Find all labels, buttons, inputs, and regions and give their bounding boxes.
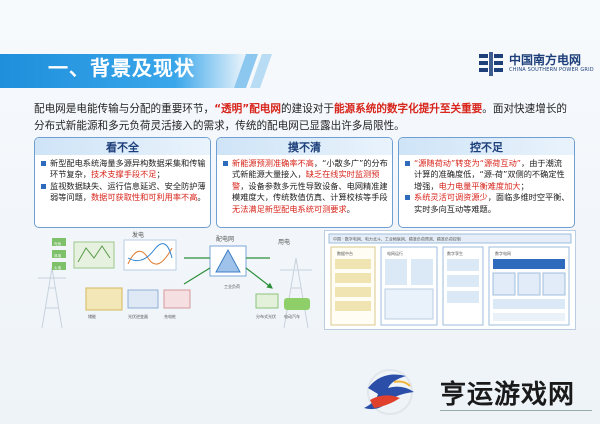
- architecture-diagram-graphic: 中国 · 数字电网、电力北斗、工业物联网、精准负荷预测、精准负荷控制 数据中台 …: [328, 233, 572, 326]
- power-flow-graphic: 发电 配电网 用电 光伏 风电 火电 储能 光伏逆变器 充电桩 工业负荷 分布式…: [38, 231, 312, 329]
- bullet-highlight: “源随荷动”转变为“源荷互动”: [414, 158, 522, 168]
- bullet-highlight: 数据可获取性和可利用率不高: [90, 192, 198, 203]
- bullet-highlight: 缺乏在线实时监测预警: [232, 169, 380, 191]
- asset-label: 工业负荷: [224, 283, 240, 289]
- load-curve-graphic: [123, 239, 177, 271]
- gen-label: 火电: [54, 265, 62, 270]
- bullet-highlight: 新能源预测准确率不高: [232, 158, 314, 168]
- asset-label: 光伏逆变器: [128, 313, 148, 319]
- bullet-highlight: 电力电量平衡难度加大: [438, 180, 521, 191]
- intro-text-3: 。面对快速增长的分布式新能源和多元负荷灵活接入的需求，传统的配电网已显露出许多局…: [34, 103, 568, 132]
- bullet-text: ，设备参数多元性导致设备、电网精准建模难度大，传统数值仿真、计算校核等手段: [232, 180, 388, 203]
- bullet-text: 。: [346, 203, 355, 214]
- watermark-text: 亨运游戏网: [440, 380, 576, 410]
- title-banner-shape: [0, 54, 272, 88]
- generation-group: [52, 238, 115, 270]
- label-distribution: 配电网: [216, 235, 234, 243]
- diagram-panel-title: 数据中台: [337, 250, 353, 256]
- card-cannot-see-all: 看不全 新型配电系统海量多源异构数据采集和传输环节复杂，技术支撑手段不足； 监视…: [34, 137, 211, 228]
- asset-label: 分布式光伏: [256, 313, 276, 319]
- card-header: [217, 138, 392, 155]
- label-generation: 发电: [132, 231, 144, 239]
- diagram-panel-title: 电网运行: [387, 250, 403, 256]
- card-title: 看不全: [106, 141, 139, 154]
- card-bullet: “源随荷动”转变为“源荷互动”，由于潮流计算的准确度低，“源-荷”双侧的不确定性…: [405, 158, 570, 192]
- watermark: 亨运游戏网: [348, 362, 598, 422]
- card-body: 新型配电系统海量多源异构数据采集和传输环节复杂，技术支撑手段不足； 监视数据缺失…: [41, 158, 206, 204]
- section-title: 一、背景及现状: [48, 56, 195, 80]
- diagram-panel-title: 数字孪生: [447, 250, 463, 256]
- bullet-highlight: 系统灵活可调资源少: [414, 192, 488, 203]
- bullet-text: 新型配电系统海量多源异构数据采集和传输环节复杂，: [50, 158, 206, 180]
- company-logo: 中国南方电网 CHINA SOUTHERN POWER GRID: [477, 50, 594, 80]
- diagram-top-bar: 中国 · 数字电网、电力北斗、工业物联网、精准负荷预测、精准负荷控制: [333, 236, 461, 242]
- asset-label: 充电桩: [164, 313, 176, 319]
- card-bullet: 新型配电系统海量多源异构数据采集和传输环节复杂，技术支撑手段不足；: [41, 158, 206, 181]
- card-cannot-figure-out: 摸不清 新能源预测准确率不高，“小散多广”的分布式新能源大量接入，缺乏在线实时监…: [216, 137, 393, 228]
- card-body: “源随荷动”转变为“源荷互动”，由于潮流计算的准确度低，“源-荷”双侧的不确定性…: [405, 158, 570, 215]
- card-bullet: 系统灵活可调资源少，面临多维时空平衡、实时多向互动等难题。: [405, 192, 570, 215]
- card-body: 新能源预测准确率不高，“小散多广”的分布式新能源大量接入，缺乏在线实时监测预警，…: [223, 158, 388, 215]
- watermark-underline: [440, 410, 592, 411]
- gen-label: 风电: [54, 253, 62, 258]
- gen-label: 光伏: [54, 241, 62, 246]
- diagram-panel-title: 数字电网: [495, 250, 511, 256]
- intro-text-2: 的建设对于: [281, 103, 334, 115]
- asset-label: 储能: [88, 313, 96, 319]
- card-bullet: 新能源预测准确率不高，“小散多广”的分布式新能源大量接入，缺乏在线实时监测预警，…: [223, 158, 388, 215]
- bullet-text: 。: [197, 192, 206, 203]
- bullet-text: ；: [520, 180, 529, 191]
- csg-logo-icon: [479, 52, 503, 76]
- lower-assets: [85, 287, 310, 311]
- card-header: [399, 138, 574, 155]
- card-bullet: 监视数据缺失、运行信息延迟、安全防护薄弱等问题，数据可获取性和可利用率不高。: [41, 181, 206, 204]
- bullet-text: ，面临多维时空平衡、实时多向互动等难题。: [414, 192, 570, 214]
- asset-label: 电动汽车: [284, 313, 300, 319]
- intro-highlight-transparent-grid: “透明”配电网: [214, 103, 281, 115]
- card-header: [35, 138, 210, 155]
- bullet-text: 监视数据缺失、运行信息延迟、安全防护薄弱等问题，: [50, 180, 206, 203]
- label-consumption: 用电: [278, 238, 290, 246]
- intro-text-1: 配电网是电能传输与分配的重要环节，: [34, 103, 215, 115]
- logo-name-en: CHINA SOUTHERN POWER GRID: [509, 67, 594, 73]
- card-title: 摸不清: [288, 141, 321, 154]
- bullet-text: ；: [156, 169, 165, 180]
- intro-paragraph: 配电网是电能传输与分配的重要环节，“透明”配电网的建设对于能源系统的数字化提升至…: [34, 101, 574, 135]
- card-title: 控不足: [470, 141, 503, 154]
- dragon-logo-icon: [364, 369, 414, 415]
- section-title-banner: [0, 50, 300, 92]
- bullet-text: ，由于潮流计算的准确度低，“源-荷”双侧的不确定性增强，: [414, 158, 565, 191]
- bullet-highlight: 技术支撑手段不足: [90, 169, 157, 180]
- logo-name-cn: 中国南方电网: [509, 53, 582, 67]
- distribution-hub: [183, 245, 272, 288]
- card-insufficient-control: 控不足 “源随荷动”转变为“源荷互动”，由于潮流计算的准确度低，“源-荷”双侧的…: [398, 137, 575, 228]
- power-system-illustration: 发电 配电网 用电 光伏 风电 火电 储能 光伏逆变器 充电桩 工业负荷 分布式…: [34, 228, 319, 329]
- architecture-diagram: 中国 · 数字电网、电力北斗、工业物联网、精准负荷预测、精准负荷控制 数据中台 …: [324, 230, 576, 330]
- intro-highlight-digital: 能源系统的数字化提升至关重要: [333, 103, 483, 115]
- bullet-text: ，“小散多广”的分布式新能源大量接入，: [232, 158, 388, 180]
- bullet-highlight: 无法满足新型配电系统可测要求: [232, 203, 347, 214]
